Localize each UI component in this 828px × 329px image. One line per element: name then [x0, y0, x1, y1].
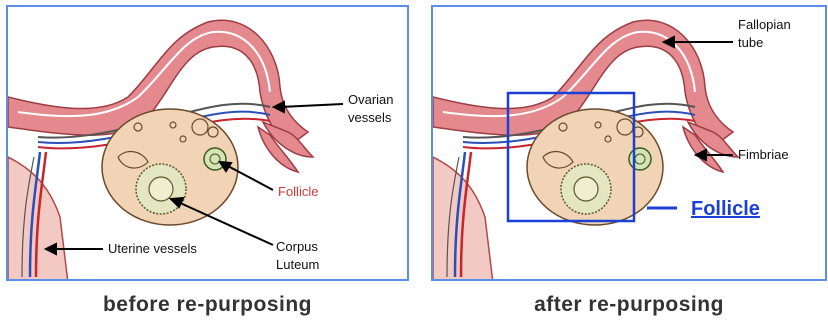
label-corpus: Corpus [276, 239, 318, 254]
label-follicle: Follicle [278, 184, 318, 199]
label-vessels: vessels [348, 110, 392, 125]
label-fimbriae: Fimbriae [738, 147, 789, 162]
before-anatomy-diagram: Ovarian vessels Follicle Uterine vessels… [8, 7, 409, 281]
after-anatomy-diagram: Fallopian tube Fimbriae Follicle [433, 7, 827, 281]
label-tube: tube [738, 35, 763, 50]
after-panel: Fallopian tube Fimbriae Follicle [431, 5, 827, 281]
follicle-link[interactable]: Follicle [691, 198, 760, 220]
before-panel: Ovarian vessels Follicle Uterine vessels… [6, 5, 409, 281]
caption-after: after re-purposing [431, 293, 827, 317]
label-luteum: Luteum [276, 257, 319, 272]
caption-before: before re-purposing [6, 293, 409, 317]
label-ovarian: Ovarian [348, 92, 394, 107]
label-uterine-vessels: Uterine vessels [108, 241, 197, 256]
label-fallopian: Fallopian [738, 17, 791, 32]
follicle-shape [629, 148, 651, 170]
